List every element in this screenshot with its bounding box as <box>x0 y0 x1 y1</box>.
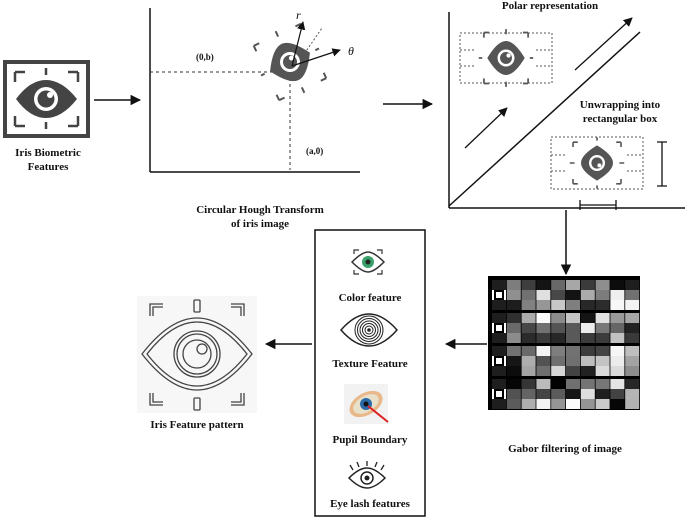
center-coord-label: (0,b) <box>196 52 214 62</box>
texture-feature-icon <box>340 313 398 347</box>
color-feature-label: Color feature <box>338 292 402 304</box>
eyelash-feature-icon <box>347 461 387 489</box>
iris-biometric-icon <box>3 60 90 138</box>
color-feature-icon <box>350 249 386 275</box>
unwrapped-eye <box>550 136 644 190</box>
eyelash-feature-label: Eye lash features <box>330 498 410 510</box>
bottom-coord-label: (a,0) <box>306 146 324 156</box>
polar-representation <box>448 12 685 210</box>
pupil-boundary-label: Pupil Boundary <box>332 434 408 446</box>
gabor-filter-grid <box>488 276 640 410</box>
polar-label: Polar representation <box>501 0 599 12</box>
iris-pattern-label: Iris Feature pattern <box>150 419 244 431</box>
polar-eye <box>459 28 553 88</box>
iris-feature-pattern <box>137 296 257 413</box>
radius-label: r <box>296 8 301 22</box>
gabor-label: Gabor filtering of image <box>508 443 622 455</box>
pupil-boundary-icon <box>344 384 389 424</box>
hough-axes <box>149 8 360 173</box>
texture-feature-label: Texture Feature <box>332 358 408 370</box>
theta-label: θ <box>348 44 354 58</box>
